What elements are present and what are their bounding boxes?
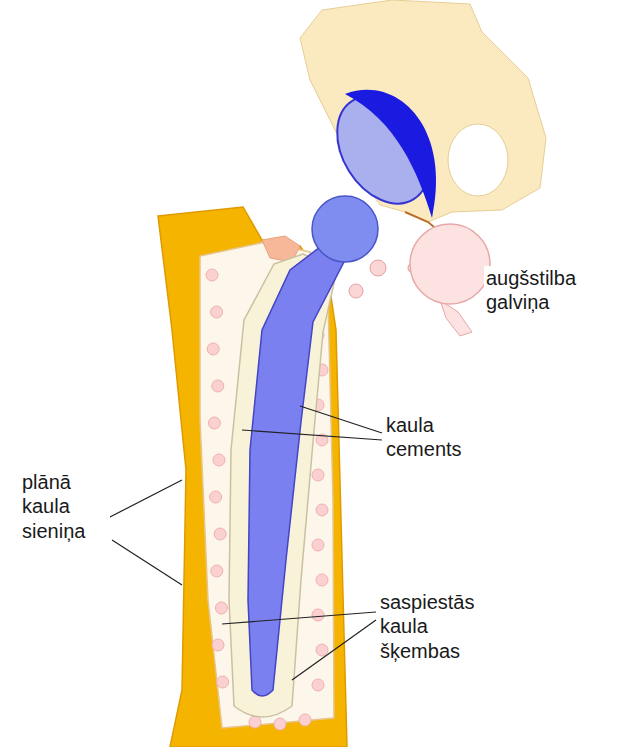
removed-femoral-head [410, 224, 490, 304]
pelvis-bone [300, 0, 546, 222]
leader-line [112, 540, 182, 585]
leader-line [300, 406, 382, 433]
bone-chip [212, 639, 224, 651]
leader-line [108, 480, 182, 518]
bone-chip [274, 718, 286, 730]
bone-chip [213, 454, 225, 466]
bone-chip [212, 380, 224, 392]
bone-chip [217, 676, 229, 688]
leader-line [242, 430, 382, 440]
femur-cortex [158, 207, 347, 747]
bone-chip [211, 565, 223, 577]
bone-chip [312, 539, 324, 551]
bone-chip [316, 504, 328, 516]
part-label: saspiestās kaula šķembas [378, 590, 500, 663]
bone-fragment [370, 260, 386, 276]
leader-lines [108, 406, 382, 680]
part-label: plānā kaula sieniņa [20, 470, 110, 543]
part-label: kaula cements [384, 413, 488, 462]
bone-chip [312, 469, 324, 481]
pelvis-hole [448, 124, 508, 196]
bone-chip [207, 343, 219, 355]
removed-neck [440, 300, 472, 336]
bone-chip [206, 269, 218, 281]
bone-chip [316, 574, 328, 586]
bone-chip [210, 491, 222, 503]
leader-line [292, 620, 376, 680]
bone-chip [312, 609, 324, 621]
bone-chip [316, 644, 328, 656]
bone-chip [312, 679, 324, 691]
bone-chip [215, 602, 227, 614]
bone-chip [299, 714, 311, 726]
prosthesis-head [312, 196, 378, 262]
bone-chip [214, 528, 226, 540]
prosthesis-stem [248, 244, 346, 696]
bone-chip [249, 716, 261, 728]
leader-line [222, 612, 376, 624]
bone-fragment [349, 284, 363, 298]
bone-chip [208, 417, 220, 429]
bone-chip [211, 306, 223, 318]
part-label: augšstilba galviņa [484, 266, 606, 315]
